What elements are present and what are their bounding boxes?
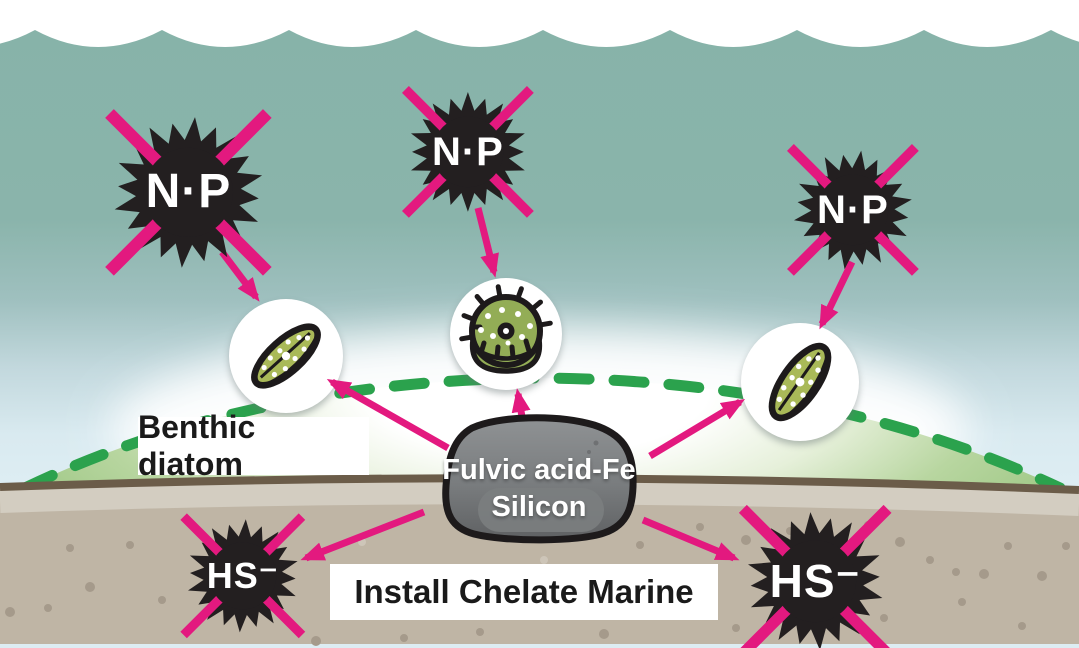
hs-burst-left: HS⁻ <box>151 484 335 648</box>
crossed-starburst-icon <box>105 109 272 276</box>
install-chelate-marine-label: Install Chelate Marine <box>330 564 718 620</box>
np-label: N·P <box>145 165 232 219</box>
crossed-starburst-icon <box>402 86 534 218</box>
install-chelate-marine-text: Install Chelate Marine <box>354 573 694 610</box>
benthic-diatom-label: Benthic diatom <box>138 409 369 482</box>
diatom-badge-right <box>741 323 859 441</box>
pennate-diatom-icon <box>251 323 321 389</box>
stone-label-line1: Fulvic acid-Fe <box>442 454 636 486</box>
fulvic-acid-stone: Fulvic acid-Fe Silicon <box>436 410 642 550</box>
benthic-diatom-text: Benthic diatom <box>138 409 256 482</box>
np-burst-right: N·P <box>756 113 950 307</box>
hs-label: HS⁻ <box>206 554 279 596</box>
diatom-badge-middle <box>450 278 562 390</box>
diatom-badge-left <box>229 299 343 413</box>
np-burst-middle: N·P <box>371 55 565 249</box>
stone-shape <box>442 414 637 544</box>
np-burst-left: N·P <box>66 70 311 315</box>
hs-burst-right: HS⁻ <box>703 469 927 648</box>
hs-label: HS⁻ <box>769 555 861 608</box>
sediment-speckles <box>5 521 1070 646</box>
np-label: N·P <box>816 187 889 232</box>
centric-diatom-icon <box>459 284 553 374</box>
np-label: N·P <box>431 129 504 174</box>
crossed-starburst-icon <box>738 504 892 648</box>
crossed-starburst-icon <box>180 513 306 639</box>
pennate-diatom-icon <box>768 342 832 422</box>
crossed-starburst-icon <box>787 144 919 276</box>
stone-label-line2: Silicon <box>491 491 587 523</box>
